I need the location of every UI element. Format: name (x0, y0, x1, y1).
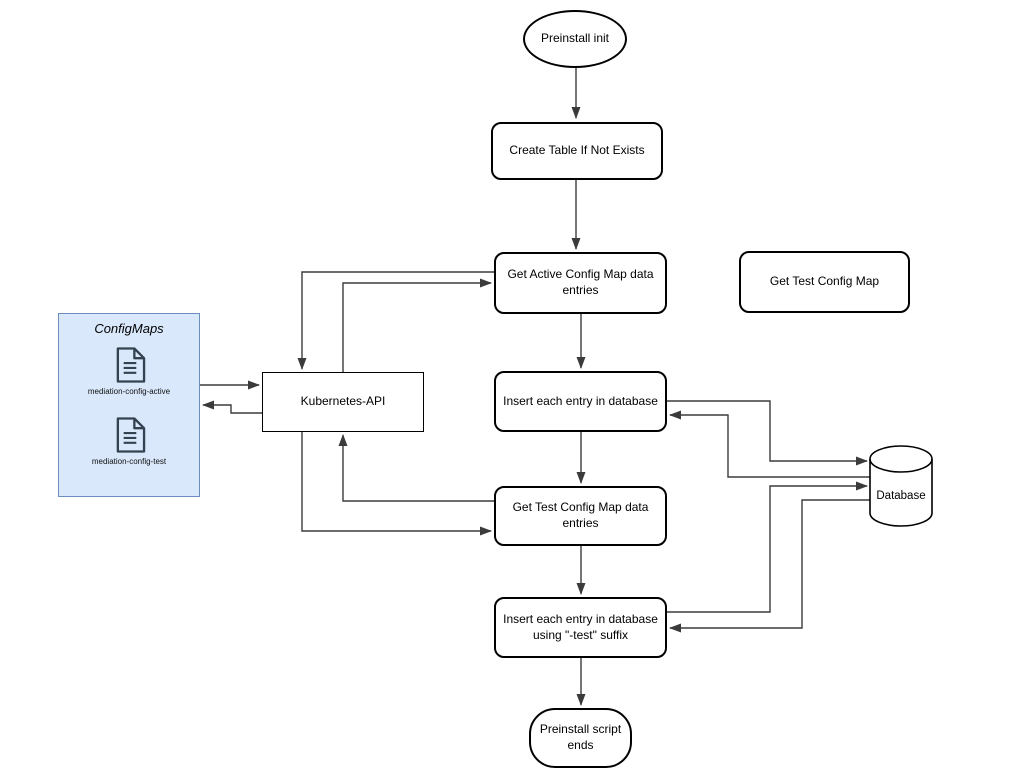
configmap-label-active: mediation-config-active (87, 387, 171, 396)
node-insert-db-test: Insert each entry in database using "-te… (494, 597, 667, 658)
database-cylinder (869, 445, 933, 527)
node-get-test-configmap: Get Test Config Map (739, 251, 910, 313)
node-label: Database (876, 489, 926, 502)
node-label: Kubernetes-API (300, 394, 386, 409)
node-kubernetes-api: Kubernetes-API (262, 372, 424, 432)
edge-database-to-insert-db-test (669, 499, 870, 633)
node-label: Preinstall script ends (539, 722, 622, 752)
edge-k8s-api-to-get-active (342, 278, 492, 372)
configmap-item-test: mediation-config-test (59, 416, 199, 466)
configmap-item-active: mediation-config-active (59, 346, 199, 396)
node-get-active-configmap: Get Active Config Map data entries (494, 252, 667, 314)
node-label: Get Active Config Map data entries (507, 267, 654, 297)
node-label: Create Table If Not Exists (509, 143, 645, 158)
node-label: Insert each entry in database using "-te… (503, 611, 658, 642)
node-insert-db: Insert each entry in database (494, 371, 667, 432)
edge-get-active-to-k8s-api (297, 271, 494, 370)
configmap-label-test: mediation-config-test (91, 457, 167, 466)
document-icon (116, 417, 145, 453)
node-create-table: Create Table If Not Exists (491, 122, 663, 180)
document-icon (116, 347, 145, 383)
configmaps-title: ConfigMaps (94, 321, 164, 336)
edge-database-to-insert-db (669, 410, 870, 478)
edge-k8s-api-to-configmaps (202, 400, 262, 414)
node-get-test-entries: Get Test Config Map data entries (494, 486, 667, 546)
edge-insert-db-to-database (667, 400, 868, 466)
node-label: Get Test Config Map (769, 274, 880, 289)
node-label: Get Test Config Map data entries (512, 500, 649, 530)
node-label: Insert each entry in database (503, 393, 658, 408)
configmaps-group: ConfigMaps mediation-config-active media… (58, 313, 200, 497)
node-preinstall-init: Preinstall init (523, 10, 627, 68)
database-label: Database (868, 446, 934, 525)
node-label: Preinstall init (540, 31, 610, 46)
node-preinstall-ends: Preinstall script ends (529, 708, 632, 768)
edge-get-test-entries-to-k8s-api (338, 434, 494, 502)
edge-k8s-api-to-get-test-entries (301, 432, 492, 536)
edge-insert-db-test-to-database (667, 481, 868, 613)
